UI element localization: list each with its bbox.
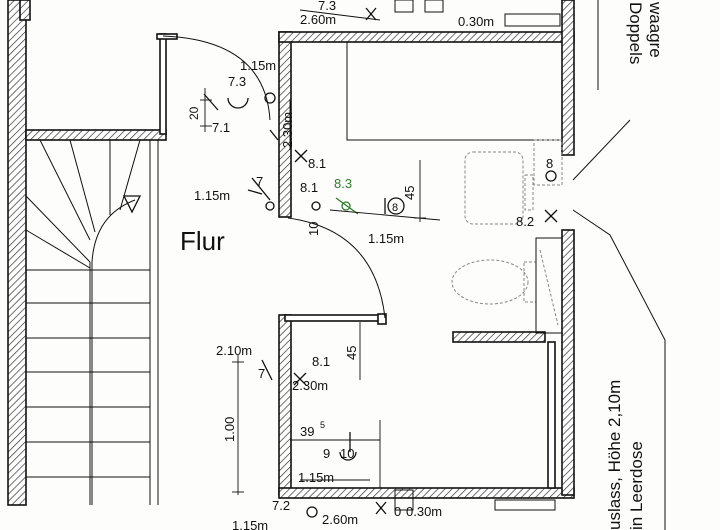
staircase <box>25 139 159 505</box>
room-label: Flur <box>180 226 225 256</box>
outer-wall-left <box>7 0 27 506</box>
label-h210: 2.10m <box>216 343 252 358</box>
label-h7: 7 <box>258 366 265 381</box>
side-note-bottom-text-2: in Leerdose <box>627 441 646 530</box>
door-upper-left <box>156 33 271 135</box>
wall-bottom <box>278 487 575 499</box>
label-bot-72: 7.2 <box>272 498 290 513</box>
label-h230: 2.30m <box>292 378 328 393</box>
side-note-bottom-text: uslass, Höhe 2,10m <box>605 380 624 530</box>
label-sw-73: 7.3 <box>228 74 246 89</box>
label-top-030: 0.30m <box>458 14 494 29</box>
label-v45b: 45 <box>344 346 359 360</box>
label-left-7: 7 <box>256 174 263 189</box>
wall-right-upper <box>561 0 575 156</box>
label-bot-0: 0 <box>394 504 401 519</box>
wall-top-left <box>19 0 31 21</box>
label-bot-115: 1.15m <box>298 470 334 485</box>
label-wet-82: 8.2 <box>516 214 534 229</box>
wall-top-bath <box>278 31 575 43</box>
sink-tap <box>524 174 534 211</box>
side-note-bottom: uslass, Höhe 2,10m in Leerdose <box>605 380 646 530</box>
label-top-73: 7.3 <box>318 0 336 13</box>
label-v230: 2.30m <box>280 112 295 148</box>
dimension-lines <box>200 9 441 495</box>
side-note-top-text: Doppels <box>626 2 645 64</box>
label-sw-81c: 8.1 <box>312 354 330 369</box>
sink <box>464 151 524 225</box>
wall-right-thin <box>547 341 556 489</box>
label-top-260: 2.60m <box>300 12 336 27</box>
label-left-115: 1.15m <box>194 188 230 203</box>
toilet-tank <box>523 261 537 303</box>
label-bot-030: 0.30m <box>406 504 442 519</box>
wall-bath-lower <box>452 331 546 343</box>
label-sw-81a: 8.1 <box>308 156 326 171</box>
label-sw-71: 7.1 <box>212 120 230 135</box>
label-d39: 39 <box>300 424 314 439</box>
top-radiators <box>394 0 561 511</box>
label-sw-83: 8.3 <box>334 176 352 191</box>
label-sym-8a: 8 <box>392 202 398 214</box>
wall-right-lower <box>561 229 575 496</box>
label-d10: 10 <box>340 446 354 461</box>
label-v45a: 45 <box>402 186 417 200</box>
wall-flur-left-lower <box>278 314 292 496</box>
cabinet <box>533 139 563 186</box>
label-v10: 10 <box>306 222 321 236</box>
label-bot-260: 2.60m <box>322 512 358 527</box>
wall-stair-top <box>25 129 167 141</box>
label-v20: 20 <box>187 106 201 120</box>
label-bot-115b: 1.15m <box>232 518 268 530</box>
shower <box>535 237 563 334</box>
door-bath <box>284 217 387 325</box>
label-door-115: 1.15m <box>240 58 276 73</box>
leader-line-right <box>572 209 666 530</box>
label-mid-115: 1.15m <box>368 231 404 246</box>
label-d39-sup: 5 <box>320 420 325 430</box>
side-note-top-text-2: waagre <box>646 1 665 58</box>
toilet <box>451 259 529 305</box>
switch-symbols <box>203 7 558 518</box>
leader-line-top <box>572 119 631 181</box>
side-note-top: Doppels waagre <box>597 0 665 90</box>
label-sw-81b: 8.1 <box>300 180 318 195</box>
label-d9: 9 <box>323 446 330 461</box>
label-sym-8b: 8 <box>546 156 553 171</box>
label-v100: 1.00 <box>222 417 237 442</box>
bathtub <box>346 41 563 141</box>
